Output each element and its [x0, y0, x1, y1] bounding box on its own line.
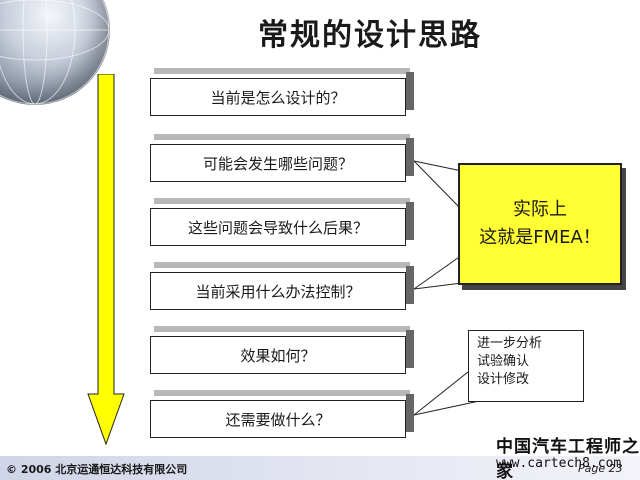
- callout-line-1: 实际上: [513, 199, 567, 220]
- step-box-4: 当前采用什么办法控制？: [150, 272, 406, 310]
- step-box-1-side: [406, 72, 414, 110]
- step-box-4-side: [406, 266, 414, 304]
- callout-line-2: 这就是FMEA！: [479, 227, 601, 248]
- step-box-1-label: 当前是怎么设计的？: [210, 88, 346, 107]
- step-box-4-top: [154, 262, 410, 268]
- step-box-4-label: 当前采用什么办法控制？: [195, 282, 361, 301]
- footer-copyright: © 2006 北京运通恒达科技有限公司: [6, 463, 188, 476]
- step-box-1: 当前是怎么设计的？: [150, 78, 406, 116]
- next-steps-note: 进一步分析 试验确认 设计修改: [468, 330, 584, 402]
- note-line-3: 设计修改: [477, 372, 530, 387]
- step-box-6-label: 还需要做什么？: [225, 410, 331, 429]
- step-box-3-top: [154, 198, 410, 204]
- step-box-2-label: 可能会发生哪些问题？: [202, 154, 353, 173]
- step-box-5-label: 效果如何？: [240, 346, 316, 365]
- fmea-callout: 实际上 这就是FMEA！: [458, 163, 622, 285]
- step-box-5: 效果如何？: [150, 336, 406, 374]
- footer-bar: [0, 456, 640, 480]
- step-box-5-top: [154, 326, 410, 332]
- step-box-3-side: [406, 202, 414, 240]
- watermark-text: 中国汽车工程师之家: [496, 437, 640, 480]
- step-box-6-side: [406, 394, 414, 432]
- flow-arrow-icon: [87, 74, 125, 446]
- connector-line-1: [413, 160, 463, 211]
- globe-grid-icon: [0, 0, 110, 105]
- note-line-2: 试验确认: [477, 354, 530, 369]
- step-box-3-label: 这些问题会导致什么后果？: [187, 218, 368, 237]
- watermark-url: www.cartech8.com: [496, 456, 622, 471]
- step-box-3: 这些问题会导致什么后果？: [150, 208, 406, 246]
- step-box-1-top: [154, 68, 410, 74]
- connector-line-5: [413, 371, 469, 416]
- connector-line-3: [413, 254, 463, 290]
- step-box-2: 可能会发生哪些问题？: [150, 144, 406, 182]
- step-box-6-top: [154, 390, 410, 396]
- step-box-2-top: [154, 134, 410, 140]
- page-title: 常规的设计思路: [258, 18, 482, 53]
- step-box-5-side: [406, 330, 414, 368]
- connector-line-6: [413, 399, 485, 416]
- page-number: Page 23: [578, 462, 623, 475]
- step-box-2-side: [406, 138, 414, 176]
- note-line-1: 进一步分析: [477, 336, 543, 351]
- step-box-6: 还需要做什么？: [150, 400, 406, 438]
